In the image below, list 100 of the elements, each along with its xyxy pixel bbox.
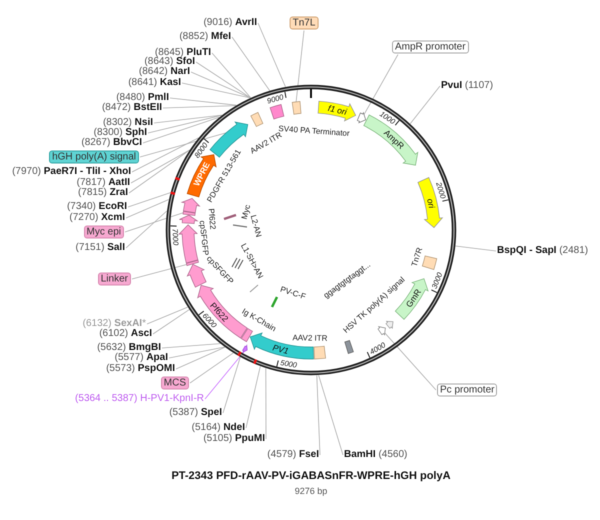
enzyme-site-label: (5632) BmgBI xyxy=(97,342,161,354)
enzyme-site-label: PvuI (1107) xyxy=(441,80,494,92)
enzyme-site-label: (4579) FseI xyxy=(267,449,319,461)
leader-line xyxy=(384,332,436,390)
leader-line xyxy=(364,54,398,115)
leader-line xyxy=(258,22,286,88)
leader-line xyxy=(126,199,170,218)
feature-name: ori xyxy=(425,198,437,209)
leader-line xyxy=(130,150,190,184)
leader-line xyxy=(132,264,188,280)
enzyme-site-label: (8641) KasI xyxy=(128,77,181,89)
leader-line xyxy=(142,116,220,144)
feature-band xyxy=(356,112,366,124)
feature-band xyxy=(186,264,206,288)
feature-tag: Tn7L xyxy=(290,16,318,30)
feature-block xyxy=(270,104,284,120)
feature-name: Tn7R xyxy=(410,246,424,268)
feature-block xyxy=(250,112,264,127)
enzyme-site-label: (7970) PaeR7I - TliI - XhoI xyxy=(12,166,131,178)
enzyme-site-label: (5387) SpeI xyxy=(169,407,222,419)
feature-block xyxy=(314,346,326,360)
feature-tag: Myc epi xyxy=(84,226,124,238)
feature-name: PV-C-F xyxy=(279,284,307,302)
enzyme-site-label: (8267) BbvCI xyxy=(81,137,142,149)
enzyme-site-label: (8302) NsiI xyxy=(102,117,153,129)
enzyme-site-label: (5577) ApaI xyxy=(114,352,168,364)
leader-line xyxy=(204,351,245,400)
leader-line xyxy=(148,114,222,134)
leader-line xyxy=(410,86,440,124)
primer-mark xyxy=(224,214,236,220)
feature-name: AAV2 ITR xyxy=(292,333,328,343)
primer-mark xyxy=(232,224,248,228)
leader-line xyxy=(128,192,171,208)
leader-line xyxy=(316,374,320,456)
leader-line xyxy=(318,374,344,456)
enzyme-site-label: (8852) MfeI xyxy=(179,31,231,43)
primer-mark xyxy=(270,296,278,308)
feature-block xyxy=(292,101,302,115)
feature-band xyxy=(178,224,198,264)
enzyme-site-label: (6102) AscI xyxy=(99,328,152,340)
leader-line xyxy=(182,82,251,98)
enzyme-site-label: (8642) NarI xyxy=(138,66,190,78)
feature-band xyxy=(386,320,394,329)
feature-band xyxy=(179,214,198,224)
leader-line xyxy=(128,150,190,194)
feature-tag: Linker xyxy=(98,272,131,286)
enzyme-site-label: BamHI (4560) xyxy=(344,449,408,461)
feature-name: PV1 xyxy=(272,342,290,356)
enzyme-site-label: (7151) SalI xyxy=(76,242,125,254)
enzyme-site-label: (5105) PpuMI xyxy=(203,433,265,445)
feature-tag: AmpR promoter xyxy=(392,40,469,54)
enzyme-site-label: (8643) SfoI xyxy=(144,56,195,68)
leader-line xyxy=(190,352,234,384)
feature-block xyxy=(186,260,199,266)
enzyme-site-label: (8300) SphI xyxy=(94,127,147,139)
enzyme-site-label: (5573) PspOMI xyxy=(106,363,175,375)
leader-line xyxy=(222,356,241,414)
leader-line xyxy=(246,366,261,428)
enzyme-site-label: BspQI - SapI (2481) xyxy=(497,245,588,257)
enzyme-site-label: (7817) AatII xyxy=(76,177,130,189)
leader-line xyxy=(212,52,252,98)
primer-mark xyxy=(242,344,248,353)
leader-line xyxy=(176,346,226,370)
primer-label: (5364 .. 5387) H-PV1-KpnI-R xyxy=(75,393,204,405)
leader-line xyxy=(265,368,266,440)
enzyme-site-label: (8472) BstEII xyxy=(102,102,162,114)
enzyme-site-label: (8480) PmlI xyxy=(116,92,169,104)
feature-tag: Pc promoter xyxy=(437,384,498,396)
leader-line xyxy=(146,306,188,324)
leader-line xyxy=(152,309,190,334)
feature-block xyxy=(344,340,354,354)
leader-line xyxy=(296,30,304,102)
leader-line xyxy=(455,246,496,252)
feature-band xyxy=(378,326,386,336)
leader-line xyxy=(162,343,221,348)
leader-line xyxy=(170,98,237,106)
feature-band xyxy=(182,198,200,214)
leader-line xyxy=(154,114,222,124)
leader-line xyxy=(232,36,270,91)
leader-line xyxy=(190,72,251,98)
feature-block xyxy=(422,256,438,270)
primer-mark xyxy=(250,284,258,292)
enzyme-site-label: (7270) XcmI xyxy=(69,212,125,224)
leader-line xyxy=(162,105,236,108)
enzyme-site-label: (5164) NdeI xyxy=(192,422,245,434)
leader-line xyxy=(124,212,184,232)
enzyme-site-label: (9016) AvrII xyxy=(203,17,257,29)
feature-name: f1 ori xyxy=(327,102,348,117)
feature-block xyxy=(182,211,196,216)
map-title: PT-2343 PFD-rAAV-PV-iGABASnFR-WPRE-hGH polyA xyxy=(171,470,451,482)
enzyme-site-label: (7815) ZraI xyxy=(78,187,128,199)
leader-line xyxy=(196,62,251,98)
feature-tag: hGH poly(A) signal xyxy=(49,150,139,164)
leader-line xyxy=(140,132,226,158)
feature-tag: MCS xyxy=(160,376,189,390)
enzyme-site-label: (6132) SexAI* xyxy=(82,318,146,330)
leader-line xyxy=(132,138,199,172)
leader-line xyxy=(126,210,168,248)
enzyme-site-label: (7340) EcoRI xyxy=(66,201,127,213)
leader-line xyxy=(168,346,226,358)
